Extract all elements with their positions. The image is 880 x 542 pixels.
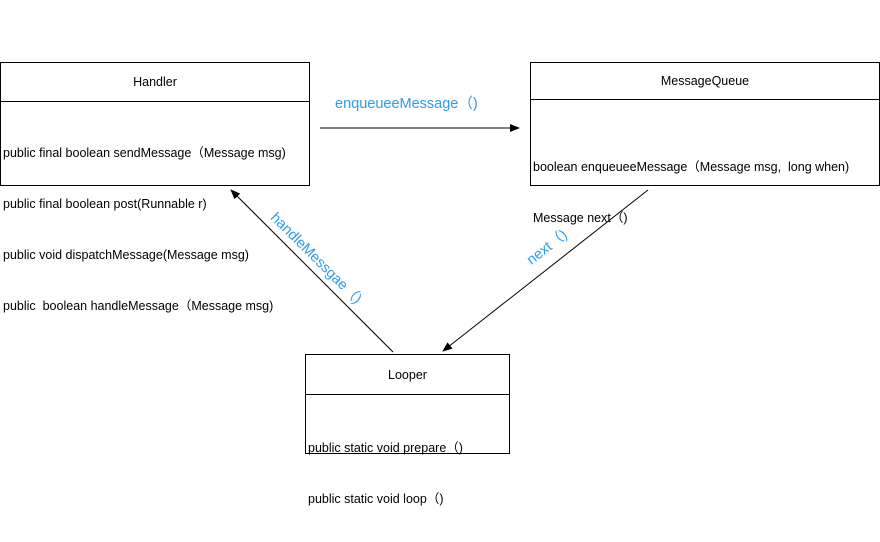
handle-message-arrow [230,189,394,353]
handler-method: public boolean handleMessage（Message msg… [3,299,274,313]
looper-method: public static void loop（) [308,492,444,506]
handler-class-methods: public final boolean sendMessage（Message… [1,102,309,313]
handler-method: public void dispatchMessage(Message msg) [3,248,249,262]
handler-class-box: Handler public final boolean sendMessage… [0,62,310,313]
messagequeue-method: boolean enqueueeMessage（Message msg, lon… [533,160,850,174]
messagequeue-class-box: MessageQueue boolean enqueueeMessage（Mes… [530,62,880,225]
handler-class-title: Handler [1,63,309,102]
looper-method: public static void prepare（) [308,441,463,455]
handler-method: public final boolean post(Runnable r) [3,197,207,211]
handler-method: public final boolean sendMessage（Message… [3,146,286,160]
looper-class-title: Looper [306,355,509,395]
next-arrow [442,189,649,352]
enqueue-message-label: enqueueeMessage（) [335,96,478,112]
messagequeue-class-title: MessageQueue [531,63,879,100]
connector-arrows [230,124,649,353]
